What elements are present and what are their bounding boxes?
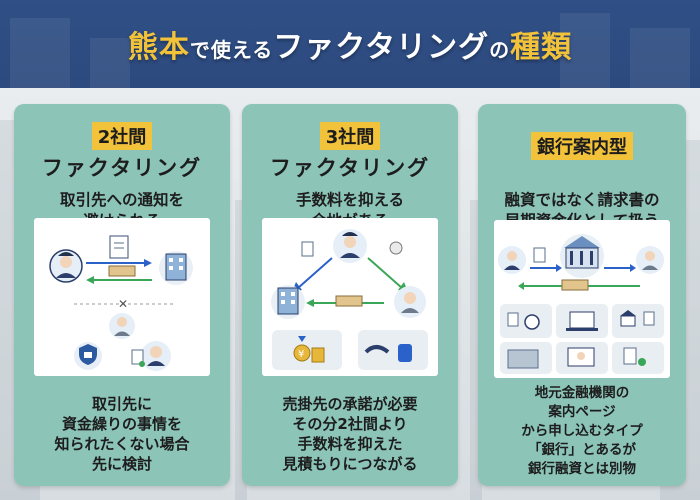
card-bank-referral: 銀行案内型 融資ではなく請求書の 早期資金化として扱う <box>478 104 686 486</box>
svg-text:✕: ✕ <box>118 297 128 311</box>
card-description: 売掛先の承諾が必要 その分2社間より 手数料を抑えた 見積もりにつながる <box>282 395 418 473</box>
card-two-party: 2社間 ファクタリング 取引先への通知を 避けられる <box>14 104 230 486</box>
document-icon <box>623 347 646 366</box>
laptop-icon <box>566 311 598 331</box>
bank-illustration <box>494 220 670 378</box>
card-description: 地元金融機関の 案内ページ から申し込むタイプ 「銀行」とあるが 銀行融資とは別… <box>521 385 643 477</box>
building-icon <box>507 349 539 369</box>
coins-icon: ¥ <box>293 336 325 363</box>
bank-icon <box>560 234 604 278</box>
laptop-icon <box>567 347 595 367</box>
card-tag: 2社間 <box>91 122 153 150</box>
building-icon <box>159 251 193 285</box>
card-three-party: 3社間 ファクタリング 手数料を抑える 余地がある <box>242 104 458 486</box>
handshake-icon <box>364 344 412 362</box>
person-icon <box>333 229 367 263</box>
shield-lock-icon <box>74 342 102 370</box>
money-icon <box>108 265 136 277</box>
person-icon <box>49 249 83 283</box>
person-icon <box>636 246 664 274</box>
title-location: 熊本 <box>127 30 190 65</box>
card-description: 取引先に 資金繰りの事情を 知られたくない場合 先に検討 <box>54 395 190 473</box>
card-name: ファクタリング <box>41 156 203 180</box>
page-title: 熊本で使えるファクタリングの種類 <box>127 30 573 65</box>
person-icon <box>141 341 171 371</box>
header-banner: 熊本で使えるファクタリングの種類 <box>0 0 700 88</box>
document-icon <box>131 349 145 367</box>
three-party-illustration: ¥ <box>262 218 438 376</box>
person-icon <box>498 246 526 274</box>
document-icon <box>109 235 129 259</box>
card-tag: 3社間 <box>319 122 381 150</box>
document-icon <box>301 241 314 257</box>
card-tag: 銀行案内型 <box>531 132 633 160</box>
person-icon <box>394 286 426 318</box>
svg-text:¥: ¥ <box>298 349 304 360</box>
card-name: ファクタリング <box>269 156 431 180</box>
document-icon <box>533 247 546 263</box>
two-party-illustration: ✕ <box>34 218 210 376</box>
money-icon <box>335 295 363 307</box>
person-icon <box>109 313 135 339</box>
bank-icon <box>620 310 655 327</box>
building-icon <box>271 285 305 319</box>
money-icon <box>561 279 589 291</box>
handshake-icon <box>389 241 403 255</box>
stopwatch-icon <box>507 312 540 330</box>
